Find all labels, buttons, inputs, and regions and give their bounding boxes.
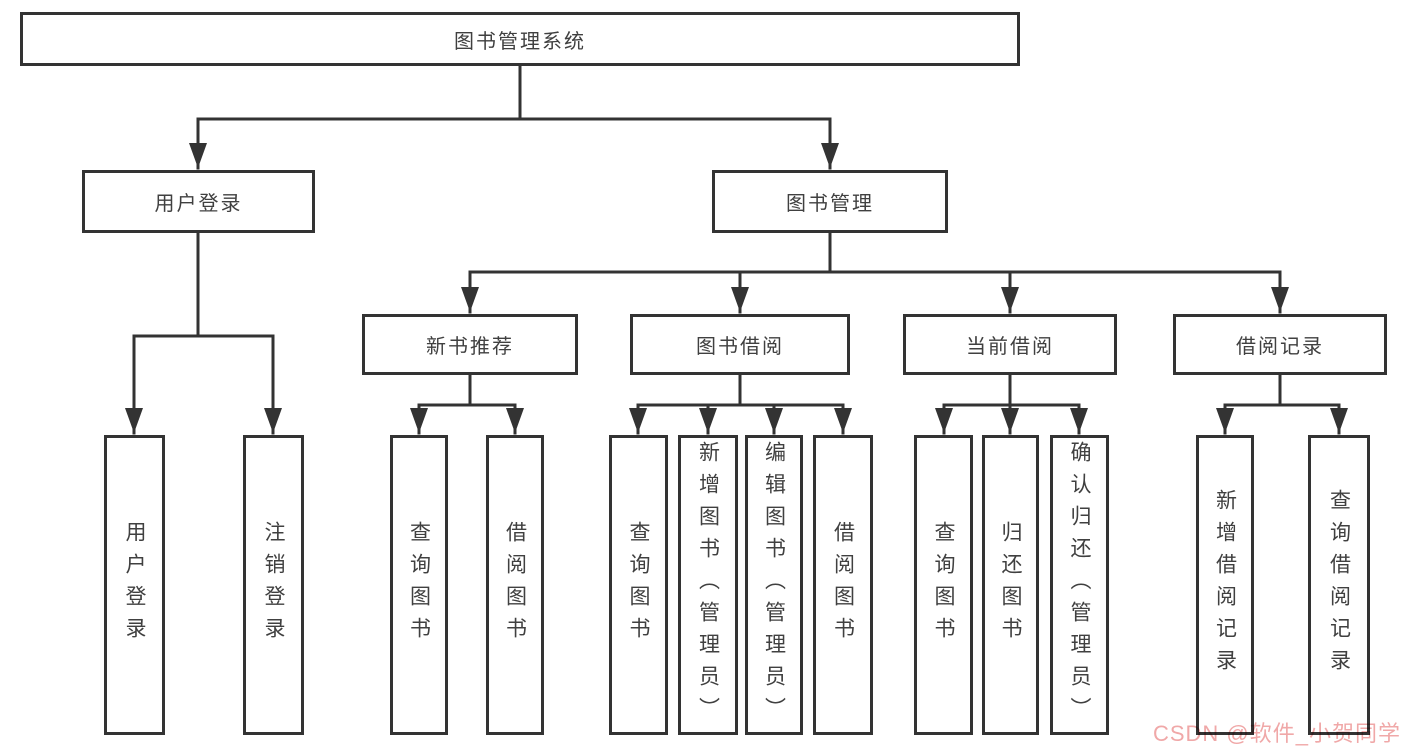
node-new-book-recommend: 新书推荐 <box>362 314 578 375</box>
node-label: 借阅记录 <box>1236 336 1324 358</box>
node-query-books-borrowing: 查询图书 <box>609 435 668 735</box>
node-query-books-recommend: 查询图书 <box>390 435 448 735</box>
node-add-borrow-record: 新增借阅记录 <box>1196 435 1254 735</box>
node-label: 用户登录 <box>154 193 243 215</box>
node-label: 查询图书 <box>627 521 650 649</box>
node-label: 归还图书 <box>999 521 1022 649</box>
node-label: 新增借阅记录 <box>1213 489 1237 681</box>
node-borrow-books-recommend: 借阅图书 <box>486 435 544 735</box>
node-borrow-books-borrowing: 借阅图书 <box>813 435 873 735</box>
node-label: 图书管理 <box>786 193 874 215</box>
node-borrow-records: 借阅记录 <box>1173 314 1387 375</box>
node-add-books-admin: 新增图书（管理员） <box>678 435 738 735</box>
node-label: 新增图书（管理员） <box>696 441 720 729</box>
node-return-books: 归还图书 <box>982 435 1039 735</box>
node-confirm-return-admin: 确认归还（管理员） <box>1050 435 1109 735</box>
node-label: 当前借阅 <box>966 336 1054 358</box>
node-label: 图书借阅 <box>696 336 784 358</box>
watermark-text: CSDN @软件_小贺同学 <box>1152 721 1401 746</box>
node-current-borrowing: 当前借阅 <box>903 314 1117 375</box>
node-edit-books-admin: 编辑图书（管理员） <box>745 435 803 735</box>
node-user-login: 用户登录 <box>82 170 315 233</box>
node-book-management: 图书管理 <box>712 170 948 233</box>
node-label: 借阅图书 <box>831 521 855 649</box>
node-user-login-leaf: 用户登录 <box>104 435 165 735</box>
node-label: 借阅图书 <box>503 521 527 649</box>
node-book-borrowing: 图书借阅 <box>630 314 850 375</box>
node-label: 查询图书 <box>932 521 955 649</box>
node-label: 新书推荐 <box>426 336 514 358</box>
node-query-books-current: 查询图书 <box>914 435 973 735</box>
node-label: 确认归还（管理员） <box>1068 441 1091 729</box>
node-label: 用户登录 <box>123 521 146 649</box>
node-library-system: 图书管理系统 <box>20 12 1020 66</box>
node-label: 编辑图书（管理员） <box>762 441 786 729</box>
node-label: 图书管理系统 <box>454 30 586 53</box>
node-query-borrow-record: 查询借阅记录 <box>1308 435 1370 735</box>
node-label: 查询借阅记录 <box>1327 489 1351 681</box>
node-label: 查询图书 <box>407 521 431 649</box>
node-logout: 注销登录 <box>243 435 304 735</box>
node-label: 注销登录 <box>262 521 285 649</box>
